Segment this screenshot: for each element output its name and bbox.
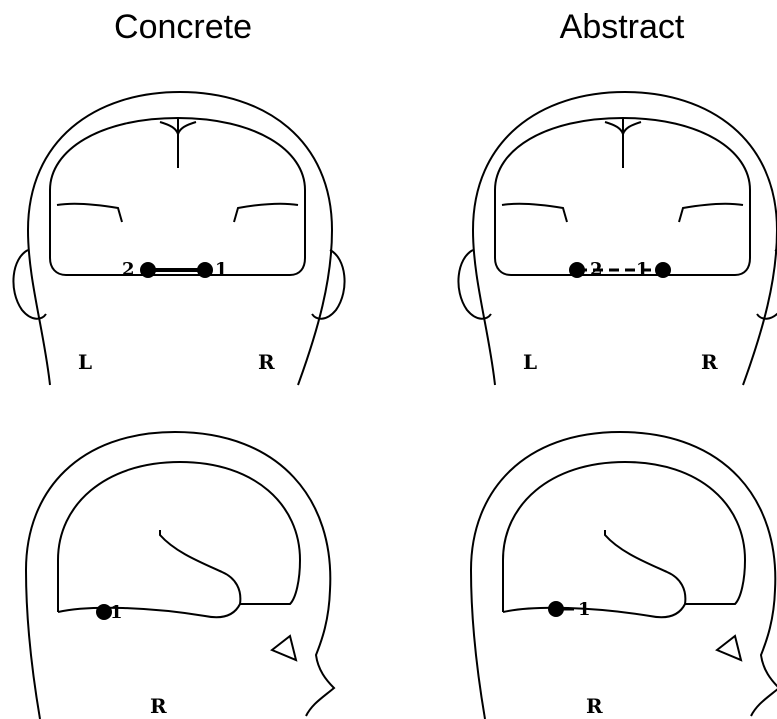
concrete-frontal-source-label-2: 2 — [122, 259, 135, 280]
concrete-frontal-source-dot-1 — [197, 262, 213, 278]
concrete-lateral-source-label-1: 1 — [110, 602, 123, 623]
concrete-frontal-right-label: R — [258, 350, 275, 374]
abstract-lateral-side-label: R — [586, 694, 603, 718]
abstract-frontal-right-label: R — [701, 350, 718, 374]
concrete-lateral-view: R 1 — [26, 432, 334, 719]
concrete-frontal-view: L R 2 1 — [13, 92, 344, 385]
abstract-frontal-source-dot-2 — [569, 262, 585, 278]
abstract-frontal-view: L R 2 1 — [458, 92, 777, 385]
abstract-frontal-source-dot-1 — [655, 262, 671, 278]
abstract-lateral-view: R 1 — [471, 432, 777, 719]
concrete-frontal-source-dot-2 — [140, 262, 156, 278]
abstract-lateral-source-dot-1 — [548, 601, 564, 617]
concrete-frontal-left-label: L — [78, 350, 92, 374]
concrete-frontal-source-label-1: 1 — [215, 259, 228, 280]
abstract-frontal-left-label: L — [523, 350, 537, 374]
abstract-lateral-source-label-1: 1 — [578, 599, 591, 620]
concrete-lateral-side-label: R — [150, 694, 167, 718]
abstract-frontal-source-label-2: 2 — [590, 259, 603, 280]
abstract-frontal-source-label-1: 1 — [636, 259, 649, 280]
